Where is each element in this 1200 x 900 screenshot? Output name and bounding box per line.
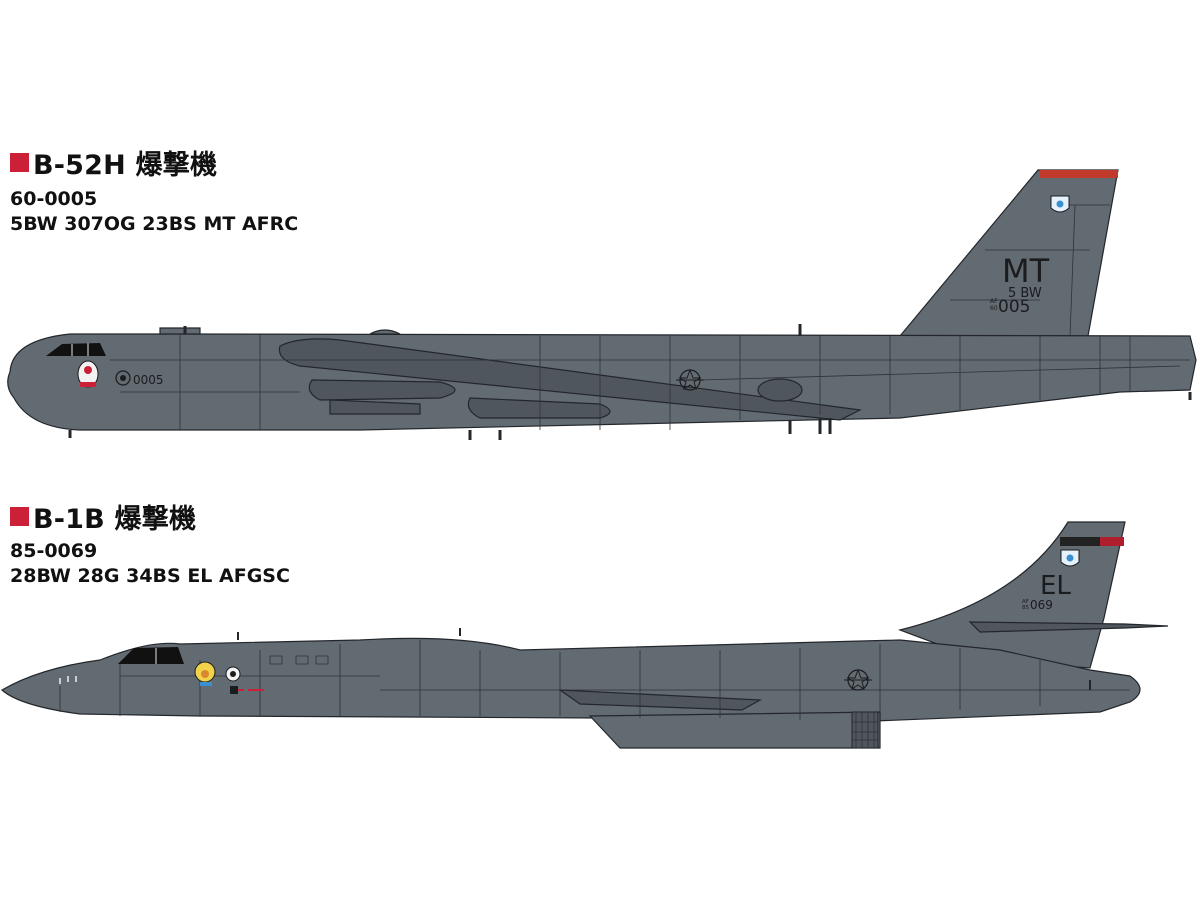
b52-fuel-tank xyxy=(757,378,803,402)
b52-title-text: B-52H 爆撃機 xyxy=(33,150,218,181)
b52-tail-af-prefix: AF xyxy=(990,298,998,305)
b1b-unit: 28BW 28G 34BS EL AFGSC xyxy=(10,565,290,587)
b52-tail-stripe xyxy=(1040,170,1118,178)
b1b-title-text: B-1B 爆撃機 xyxy=(33,504,197,535)
red-square-marker xyxy=(10,153,29,172)
b1b-canopy xyxy=(118,647,184,664)
b1b-serial: 85-0069 xyxy=(10,540,98,562)
b1b-section-title: B-1B 爆撃機 xyxy=(10,497,196,536)
b1b-tail-year: 85 xyxy=(1022,605,1029,611)
b1b-tail-code: EL xyxy=(1040,571,1071,601)
b52-tail-number: 005 xyxy=(998,297,1030,317)
b52-section-title: B-52H 爆撃機 xyxy=(10,143,217,182)
b1b-tail-number: 069 xyxy=(1030,598,1053,612)
command-emblem-icon xyxy=(115,370,131,386)
red-square-marker xyxy=(10,507,29,526)
nose-art-icon xyxy=(194,661,216,686)
unit-badge-icon xyxy=(1050,195,1070,213)
b52-tail-year: 60 xyxy=(990,305,998,312)
b52-tail-code: MT xyxy=(1002,252,1050,290)
b1b-fuselage xyxy=(0,637,1141,723)
unit-badge-icon xyxy=(1060,549,1080,567)
b1b-engine-nacelle xyxy=(588,711,881,749)
b1b-profile-drawing: EL AF 85 069 xyxy=(0,521,1169,749)
b52-profile-drawing: 0005 MT 5 BW AF 60 005 xyxy=(7,169,1197,440)
b52-serial: 60-0005 xyxy=(10,188,98,210)
roundel-icon xyxy=(844,668,872,691)
b1b-horizontal-stabilizer xyxy=(968,621,1169,633)
roundel-icon xyxy=(676,368,704,391)
b52-wing xyxy=(278,338,863,421)
b52-engine-pod-2 xyxy=(329,399,421,415)
b52-unit: 5BW 307OG 23BS MT AFRC xyxy=(10,213,299,235)
b52-tail-wing: 5 BW xyxy=(1008,286,1042,301)
b1b-tail-red-stripe xyxy=(1100,537,1124,546)
nose-art-icon xyxy=(77,360,99,388)
command-emblem-icon xyxy=(225,666,241,682)
b1b-tail-black-stripe xyxy=(1060,537,1100,546)
b52-engine-pod-1 xyxy=(308,379,456,401)
b52-nose-number: 0005 xyxy=(133,373,164,387)
b52-canopy xyxy=(46,343,106,356)
b1b-wing xyxy=(557,689,763,711)
b1b-tail-af-prefix: AF xyxy=(1022,599,1029,605)
